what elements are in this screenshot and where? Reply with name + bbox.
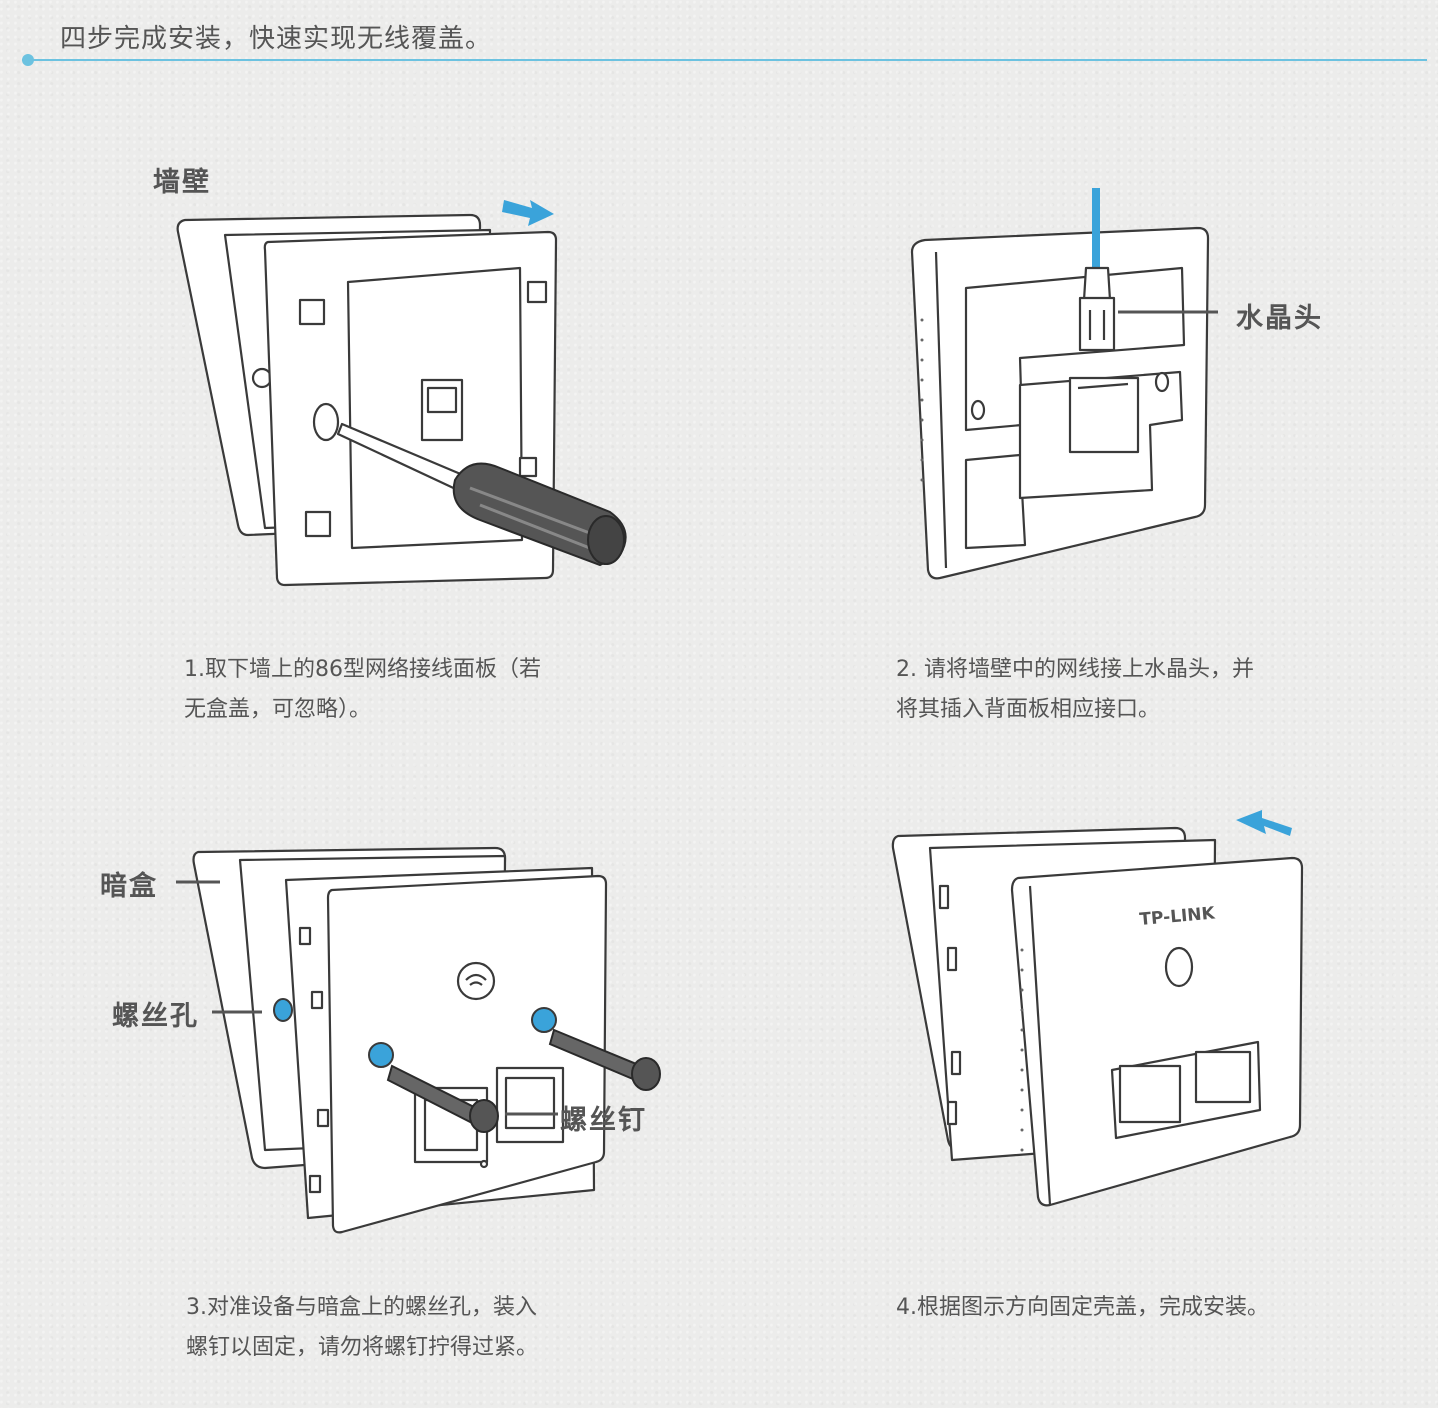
label-screw-hole: 螺丝孔 bbox=[112, 1001, 199, 1032]
header-rule-dot bbox=[22, 54, 34, 66]
step2-caption: 2. 请将墙壁中的网线接上水晶头，并 将其插入背面板相应接口。 bbox=[896, 657, 1254, 722]
step4-illustration: TP-LINK bbox=[891, 810, 1304, 1207]
label-screw: 螺丝钉 bbox=[560, 1105, 647, 1136]
label-wall: 墙壁 bbox=[153, 167, 211, 198]
step3-illustration bbox=[176, 846, 661, 1234]
step1-caption: 1.取下墙上的86型网络接线面板（若 无盒盖，可忽略）。 bbox=[184, 657, 541, 722]
step1-illustration bbox=[176, 200, 627, 587]
page-title: 四步完成安装，快速实现无线覆盖。 bbox=[60, 24, 493, 54]
label-rj45: 水晶头 bbox=[1236, 303, 1323, 334]
step2-illustration bbox=[910, 188, 1218, 580]
header-rule bbox=[22, 59, 1427, 61]
step3-caption: 3.对准设备与暗盒上的螺丝孔，装入 螺钉以固定，请勿将螺钉拧得过紧。 bbox=[186, 1295, 539, 1360]
step4-caption: 4.根据图示方向固定壳盖，完成安装。 bbox=[896, 1295, 1269, 1320]
label-box: 暗盒 bbox=[100, 871, 158, 902]
